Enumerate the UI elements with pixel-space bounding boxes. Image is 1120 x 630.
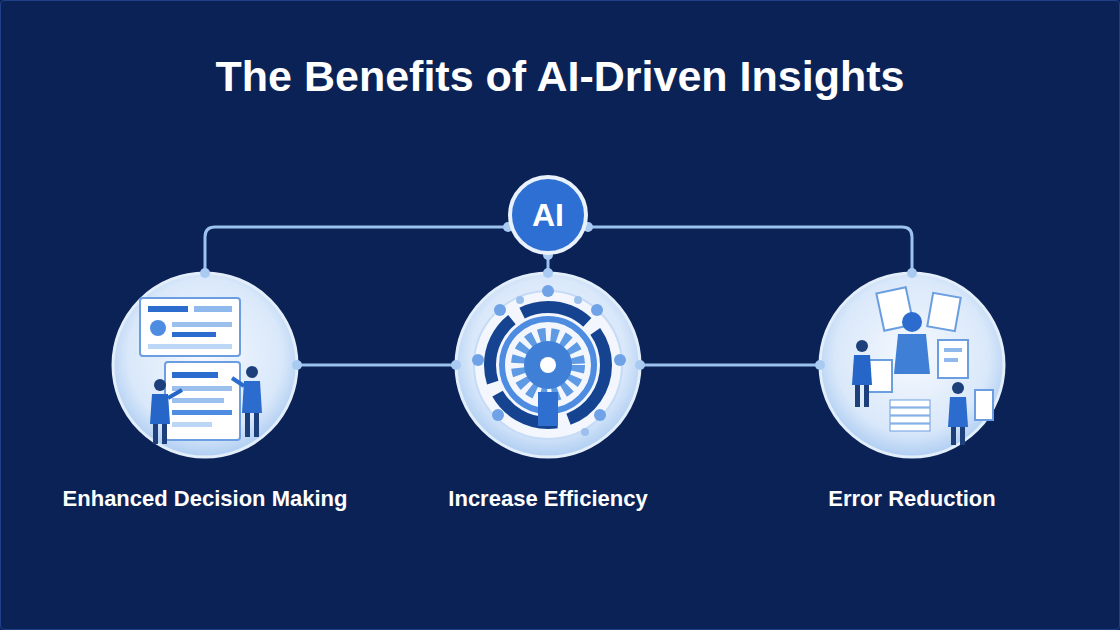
benefit-label: Enhanced Decision Making xyxy=(63,485,348,513)
connector-dot xyxy=(200,268,210,278)
benefit-label: Increase Efficiency xyxy=(448,485,647,513)
connector xyxy=(297,364,456,367)
connector-dot xyxy=(292,360,302,370)
badge-label: AI xyxy=(532,197,564,233)
connector-dot xyxy=(907,268,917,278)
connector xyxy=(205,227,508,273)
connector-dot xyxy=(451,360,461,370)
title: The Benefits of AI-Driven Insights xyxy=(0,50,1120,102)
ai-badge: AI xyxy=(508,175,588,255)
benefit-circle: Increase Efficiency xyxy=(456,273,640,457)
connector-dot xyxy=(635,360,645,370)
connector-dot xyxy=(815,360,825,370)
connector xyxy=(588,227,912,273)
efficiency-illustration xyxy=(456,273,640,457)
error-reduction-illustration xyxy=(820,273,1004,457)
benefit-label: Error Reduction xyxy=(828,485,995,513)
connector-dot xyxy=(543,268,553,278)
decision-illustration xyxy=(113,273,297,457)
connector xyxy=(640,364,820,367)
benefit-circle: Enhanced Decision Making xyxy=(113,273,297,457)
benefit-circle: Error Reduction xyxy=(820,273,1004,457)
